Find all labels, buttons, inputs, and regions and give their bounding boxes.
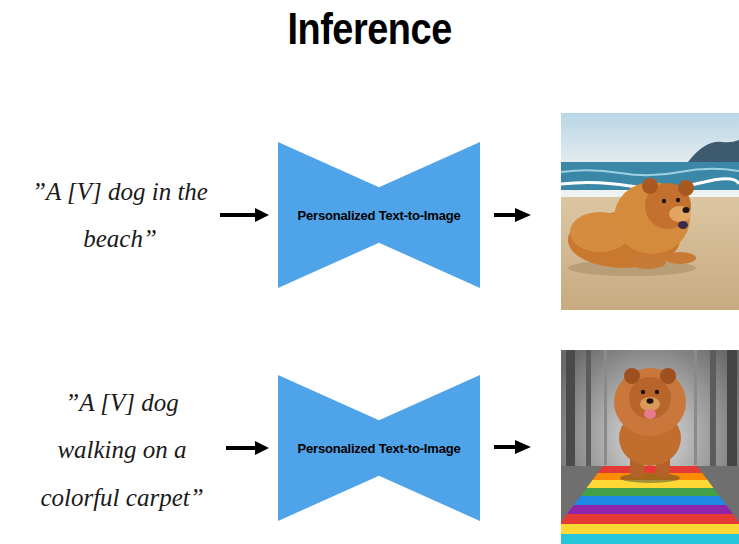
foggy-forest [561,350,739,544]
bowtie-outline [278,142,480,288]
dog-mane [614,368,686,436]
dog-tongue [644,409,656,419]
prompt-text: ”A [V] dog walking on a colorful carpet” [28,379,216,522]
bowtie-outline [278,375,480,521]
carpet-stripe [561,514,739,524]
arrow-head [515,208,531,222]
arrow-shaft [494,445,516,449]
dog-nose [647,398,654,404]
model-bowtie: Personalized Text-to-Image [278,375,480,521]
tree-trunk [566,350,575,480]
carpet-stripe [561,524,739,534]
dog-snout [669,206,691,222]
tree-trunk [710,350,716,475]
model-bowtie: Personalized Text-to-Image [278,142,480,288]
dog-head [629,377,671,419]
dog-nose [683,207,690,213]
dog-paw [630,255,666,269]
tree-trunk [694,350,697,465]
tree-trunk [727,350,737,480]
sky [561,113,739,165]
carpet-stripe [561,534,739,544]
dog-ear [678,180,694,196]
model-label: Personalized Text-to-Image [298,441,461,456]
dog-tongue [678,221,688,229]
dog-paw [664,252,696,264]
rainbow-carpet [561,466,739,544]
beach-dog-photo [561,113,739,310]
tree-trunk [586,350,591,475]
carpet-stripe [561,488,739,496]
carpet-dog-photo [561,350,739,544]
flow-arrow [220,213,255,217]
arrow-shaft [494,213,516,217]
dog-eye [641,390,645,394]
dog-eye [662,199,666,203]
dog-ear [642,178,658,194]
model-label: Personalized Text-to-Image [298,208,461,223]
carpet-stripe [561,496,739,505]
diagram-title: Inference [0,4,739,54]
tree-trunk [604,350,607,465]
ground [561,466,739,544]
dog-shadow [620,473,680,483]
output-arrow [494,440,531,454]
prompt-text: ”A [V] dog in the beach” [30,168,210,263]
prompt-line: ”A [V] dog in the beach” [30,168,210,263]
dog-eye [655,390,659,394]
dog-eye [676,198,680,202]
dog-snout [640,397,660,411]
carpet-stripe [561,505,739,514]
carpet-stripe [561,466,739,473]
prompt-line: ”A [V] dog walking on a colorful carpet” [28,379,216,522]
title-text: Inference [287,4,451,54]
wave [561,169,739,176]
flow-arrow [226,446,255,450]
arrow-head [515,440,531,454]
output-arrow [494,208,531,222]
